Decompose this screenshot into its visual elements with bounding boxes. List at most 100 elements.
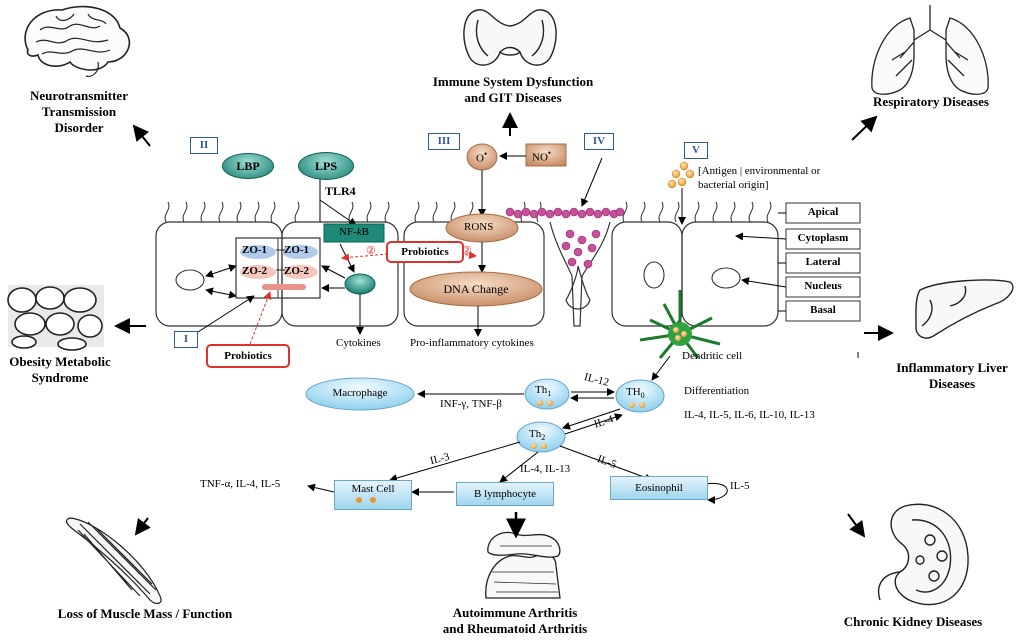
- lungs-icon: [871, 5, 989, 95]
- mucus-granules: [505, 207, 625, 269]
- eosinophil-box: Eosinophil: [610, 476, 708, 500]
- microvilli: [164, 201, 772, 223]
- brain-icon: [24, 5, 131, 77]
- layer-nucleus: Nucleus: [804, 280, 842, 292]
- zo2-right: ZO-2: [284, 265, 310, 277]
- thyroid-title-line: and GIT Diseases: [464, 90, 562, 105]
- nucleus-3: [711, 267, 741, 289]
- brain-title-line: Transmission: [41, 104, 117, 119]
- pro-inflammatory-label: Pro-inflammatory cytokines: [410, 337, 534, 349]
- th2-sub: 2: [541, 433, 546, 443]
- antigen-line: bacterial origin]: [698, 179, 769, 191]
- liver-title-line: Inflammatory Liver: [896, 360, 1008, 375]
- granule: [356, 497, 362, 503]
- differentiation-label: Differentiation: [684, 385, 750, 397]
- zo1-left: ZO-1: [242, 244, 268, 256]
- dna-change-ellipse: [409, 271, 543, 307]
- arrow-to-brain: [132, 124, 151, 147]
- o-radical-label: O•: [476, 149, 487, 165]
- kidney-title: Chronic Kidney Diseases: [843, 614, 983, 629]
- cytokines-label: Cytokines: [336, 337, 381, 349]
- mast-cell-label: Mast Cell: [351, 483, 395, 495]
- no-radical-text: NO: [532, 151, 548, 164]
- layer-boxes: [785, 202, 861, 322]
- probiotics-marker-right: ②: [462, 245, 472, 257]
- no-radical: [525, 143, 567, 167]
- nucleus-2: [643, 261, 665, 289]
- probiotics-box-bottom: Probiotics: [206, 344, 290, 368]
- th1-sub: 1: [547, 389, 552, 399]
- label-v: V: [684, 142, 708, 159]
- layer-lateral: Lateral: [805, 256, 841, 268]
- zo2-left: ZO-2: [242, 265, 268, 277]
- zo1-right: ZO-1: [284, 244, 310, 256]
- adipose-title: Obesity Metabolic Syndrome: [0, 354, 120, 386]
- antigen-particles: [667, 161, 695, 189]
- label-i: I: [174, 331, 198, 348]
- layer-cytoplasm: Cytoplasm: [797, 232, 849, 244]
- o-radical-text: O: [476, 152, 484, 165]
- nfkb-k: k: [356, 226, 362, 238]
- probiotics-marker-left: ②: [366, 245, 376, 257]
- label-iv: IV: [584, 133, 614, 150]
- cytokine-cell: [344, 273, 376, 295]
- th0-cell: [615, 379, 665, 413]
- adipose-title-line: Obesity Metabolic: [9, 354, 111, 369]
- thyroid-icon: [463, 9, 557, 66]
- eosinophil-label: Eosinophil: [635, 482, 683, 494]
- lbp-ellipse: LBP: [222, 153, 274, 179]
- th0-sub: 0: [640, 391, 645, 401]
- th0-label: TH0: [626, 386, 645, 400]
- th2-cell: [516, 421, 566, 453]
- muscle-icon: [65, 517, 162, 605]
- macrophage-cell: [305, 377, 415, 411]
- thyroid-title-line: Immune System Dysfunction: [432, 74, 594, 89]
- kidney-icon: [877, 503, 969, 606]
- th2-label: Th2: [529, 428, 545, 442]
- nucleus-1: [175, 269, 205, 291]
- joint-title-line: Autoimmune Arthritis: [452, 605, 578, 620]
- joint-title: Autoimmune Arthritis and Rheumatoid Arth…: [410, 605, 620, 637]
- nfkb-suffix: B: [361, 226, 369, 238]
- mast-granules: [356, 497, 376, 503]
- diff-cytokines-label: IL-4, IL-5, IL-6, IL-10, IL-13: [684, 409, 815, 421]
- probiotics-box-top: Probiotics: [386, 241, 464, 263]
- th2-text: Th: [529, 428, 542, 440]
- antigen-label: [Antigen | environmental or bacterial or…: [698, 164, 820, 192]
- epithelial-cells: [155, 221, 779, 327]
- no-radical-label: NO•: [532, 148, 551, 164]
- dendritic-label: Dendritic cell: [682, 350, 743, 362]
- thyroid-title: Immune System Dysfunction and GIT Diseas…: [400, 74, 626, 106]
- lungs-title: Respiratory Diseases: [873, 94, 989, 109]
- nfkb-box: [323, 223, 385, 243]
- o-radical-dot: •: [483, 149, 488, 159]
- layer-basal: Basal: [810, 304, 836, 316]
- th1-cell: [524, 378, 570, 410]
- th0-text: TH: [626, 386, 641, 398]
- b-lymphocyte-label: B lymphocyte: [473, 488, 537, 500]
- tlr4-label: TLR4: [325, 184, 356, 198]
- brain-title: Neurotransmitter Transmission Disorder: [4, 88, 154, 136]
- mast-cell-box: Mast Cell: [334, 480, 412, 510]
- macrophage-label: Macrophage: [332, 387, 388, 399]
- eos-loop-label: IL-5: [730, 480, 750, 492]
- arrow-to-muscle: [134, 517, 151, 536]
- label-iii: III: [428, 133, 460, 150]
- liver-title-line: Diseases: [928, 376, 976, 391]
- muscle-title: Loss of Muscle Mass / Function: [57, 606, 233, 621]
- granule: [370, 497, 376, 503]
- inf-label: INF-γ, TNF-β: [440, 398, 502, 410]
- b-lymphocyte-box: B lymphocyte: [456, 482, 554, 506]
- no-radical-dot: •: [547, 148, 552, 158]
- brain-title-line: Neurotransmitter: [30, 88, 128, 103]
- nfkb-prefix: NF-: [339, 226, 357, 238]
- nfkb-label: NF-kB: [324, 226, 384, 238]
- adipose-title-line: Syndrome: [31, 370, 89, 385]
- brain-title-line: Disorder: [54, 120, 104, 135]
- arrow-to-lungs: [851, 115, 878, 141]
- il4-il13-label: IL-4, IL-13: [520, 463, 571, 475]
- layer-apical: Apical: [807, 206, 839, 218]
- th1-label: Th1: [535, 384, 551, 398]
